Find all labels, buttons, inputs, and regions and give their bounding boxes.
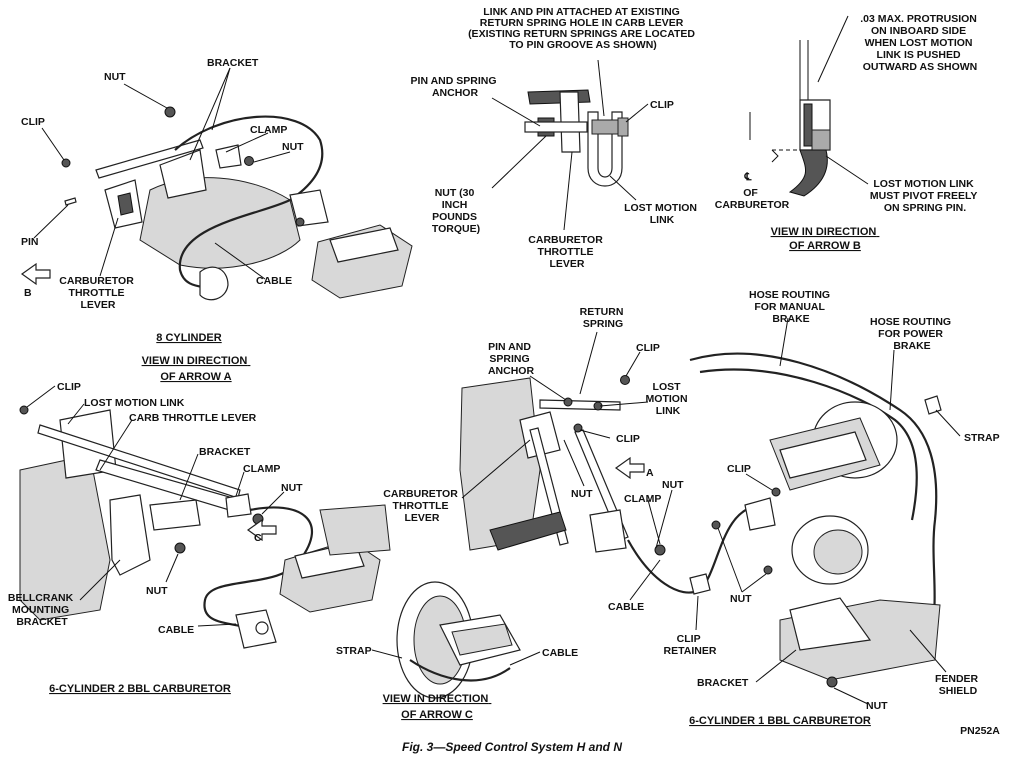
six-2bbl-clip-label: CLIP: [57, 381, 81, 393]
v8-pin-label: PIN: [21, 236, 39, 248]
six-1bbl-nut-a-label: NUT: [571, 488, 593, 500]
six-2bbl-cable-label: CABLE: [158, 624, 194, 636]
detail-c-illustration: [396, 581, 521, 699]
six-1bbl-nut-d-label: NUT: [866, 700, 888, 712]
six-2bbl-bracket-label: BRACKET: [199, 446, 251, 458]
six-1bbl-clip-top-label: CLIP: [636, 342, 660, 354]
six-2bbl-nut2-label: NUT: [146, 585, 168, 597]
v8-title: 8 CYLINDER: [156, 332, 221, 344]
six-1bbl-clip-c-label: CLIP: [727, 463, 751, 475]
detail-b-label-lines: [825, 155, 869, 185]
six-1bbl-hose-manual-label: HOSE ROUTING FOR MANUAL BRAKE: [749, 289, 833, 325]
six-1bbl-title: 6-CYLINDER 1 BBL CARBURETOR: [689, 715, 871, 727]
v8-clip-label: CLIP: [21, 116, 45, 128]
detail-b-direction-label: VIEW IN DIRECTION OF ARROW B: [771, 226, 880, 252]
figure-code: PN252A: [960, 725, 1000, 737]
six-1bbl-nut-c-label: NUT: [730, 593, 752, 605]
v8-nut-label: NUT: [104, 71, 126, 83]
six-1bbl-clip-mid-label: CLIP: [616, 433, 640, 445]
detail-a-nut-torque-label: NUT (30 INCH POUNDS TORQUE): [432, 187, 480, 235]
six-2bbl-illustration: [19, 405, 391, 649]
detail-c-direction-label: VIEW IN DIRECTION OF ARROW C: [383, 693, 492, 721]
six-1bbl-cable-label: CABLE: [608, 601, 644, 613]
figure-caption: Fig. 3—Speed Control System H and N: [402, 740, 622, 754]
v8-cable-label: CABLE: [256, 275, 292, 287]
detail-a-pin-spring-label: PIN AND SPRING ANCHOR: [411, 75, 500, 99]
six-1bbl-pin-spring-label: PIN AND SPRING ANCHOR: [488, 341, 534, 377]
v8-clamp-label: CLAMP: [250, 124, 287, 136]
six-1bbl-lost-motion-label: LOST MOTION LINK: [646, 381, 691, 417]
detail-b-illustration: [749, 15, 849, 197]
six-2bbl-lost-motion-label: LOST MOTION LINK: [84, 397, 185, 409]
v8-arrow-b-letter: B: [24, 287, 32, 299]
detail-b-protrusion-label: .03 MAX. PROTRUSION ON INBOARD SIDE WHEN…: [860, 13, 980, 73]
detail-a-clip-label: CLIP: [650, 99, 674, 111]
detail-a-link-pin-label: LINK AND PIN ATTACHED AT EXISTING RETURN…: [468, 6, 698, 51]
detail-b-of-carb-label: OF CARBURETOR: [715, 187, 790, 211]
detail-b-centerline-symbol: ℄: [744, 171, 753, 183]
six-1bbl-arrow-letter: A: [646, 467, 654, 479]
detail-a-throttle-label: CARBURETOR THROTTLE LEVER: [528, 234, 605, 270]
v8-direction-label: VIEW IN DIRECTION OF ARROW A: [142, 355, 251, 383]
six-2bbl-nut-label: NUT: [281, 482, 303, 494]
six-1bbl-nut-b-label: NUT: [662, 479, 684, 491]
six-2bbl-clamp-label: CLAMP: [243, 463, 280, 475]
v8-illustration: [20, 106, 413, 301]
six-1bbl-strap-label: STRAP: [964, 432, 1000, 444]
detail-c-cable-label: CABLE: [542, 647, 578, 659]
six-1bbl-return-spring-label: RETURN SPRING: [580, 306, 627, 330]
six-1bbl-clamp-label: CLAMP: [624, 493, 661, 505]
six-2bbl-arrow-letter: C: [254, 532, 262, 544]
six-1bbl-hose-power-label: HOSE ROUTING FOR POWER BRAKE: [870, 316, 954, 352]
six-1bbl-fender-label: FENDER SHIELD: [935, 673, 981, 697]
v8-nut2-label: NUT: [282, 141, 304, 153]
detail-a-lost-motion-label: LOST MOTION LINK: [624, 202, 700, 226]
v8-throttle-label: CARBURETOR THROTTLE LEVER: [59, 275, 136, 311]
six-1bbl-clip-retainer-label: CLIP RETAINER: [664, 633, 717, 657]
six-1bbl-throttle-label: CARBURETOR THROTTLE LEVER: [383, 488, 460, 524]
v8-label-lines: [33, 67, 291, 280]
six-2bbl-bellcrank-label: BELLCRANK MOUNTING BRACKET: [8, 592, 76, 628]
six-2bbl-carb-lever-label: CARB THROTTLE LEVER: [129, 412, 257, 424]
six-1bbl-label-lines: [461, 317, 961, 705]
six-2bbl-label-lines: [26, 385, 285, 627]
v8-bracket-label: BRACKET: [207, 57, 259, 69]
detail-a-label-lines: [491, 59, 649, 231]
detail-c-label-lines: [371, 649, 541, 666]
six-1bbl-bracket-label: BRACKET: [697, 677, 749, 689]
detail-b-pivot-label: LOST MOTION LINK MUST PIVOT FREELY ON SP…: [870, 178, 980, 214]
six-2bbl-title: 6-CYLINDER 2 BBL CARBURETOR: [49, 683, 231, 695]
six-1bbl-illustration: [459, 352, 942, 688]
detail-a-illustration: [524, 89, 629, 187]
detail-c-strap-label: STRAP: [336, 645, 372, 657]
